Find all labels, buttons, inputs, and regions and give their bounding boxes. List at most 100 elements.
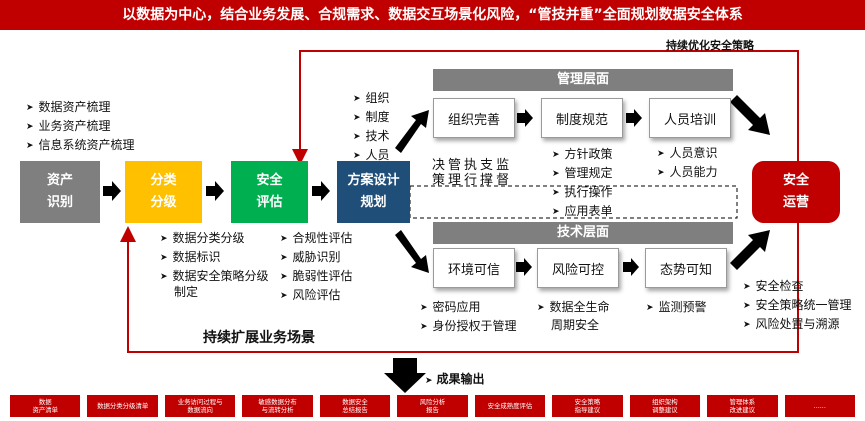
output-item-line: 管理体系 (729, 398, 756, 406)
arrow-technical-operate (730, 230, 770, 270)
output-item-line: 业务访问过程与 (177, 398, 223, 406)
technical-box-situation: 态势可知 (645, 248, 727, 288)
output-item-line: 数据安全 (342, 398, 368, 406)
arrow-design-management (395, 110, 429, 153)
optimize-label: 持续优化安全策略 (666, 39, 754, 52)
expand-label: 持续扩展业务场景 (203, 330, 315, 346)
env-list: 密码应用 身份授权于管理 (420, 299, 517, 337)
arrow-output (384, 358, 426, 393)
output-item: 数据安全总结报告 (319, 395, 391, 417)
list-item: 人员意识 (657, 145, 718, 164)
arrow-asset-classify (103, 181, 121, 201)
output-item: 安全策略指导建议 (552, 395, 623, 417)
output-item: 安全成熟度评估 (474, 395, 546, 417)
list-item: 管理规定 (552, 165, 613, 184)
output-item: 风险分析报告 (397, 395, 468, 417)
stage-asset: 资产识别 (20, 161, 100, 223)
output-item-line: 风险分析 (419, 398, 446, 406)
management-box-policy: 制度规范 (541, 98, 623, 138)
list-item: 数据安全策略分级 (160, 268, 269, 287)
list-item: 制度 (353, 109, 390, 128)
list-item: 执行操作 (552, 184, 613, 203)
training-list: 人员意识 人员能力 (657, 145, 718, 183)
arrow-classify-assess (206, 181, 224, 201)
list-item: 密码应用 (420, 299, 517, 318)
output-item-line: 数据分类分级清单 (97, 402, 149, 410)
list-item: 安全策略统一管理 (743, 297, 852, 316)
stage-assess: 安全评估 (231, 161, 308, 223)
output-item-line: 改进建议 (729, 406, 756, 414)
arrow-management-operate (730, 95, 770, 135)
technical-box-risk: 风险可控 (537, 248, 619, 288)
output-item-line: 数据 (38, 398, 52, 406)
list-item: 技术 (353, 128, 390, 147)
arrow-design-technical (395, 230, 429, 273)
output-item: 业务访问过程与数据流向 (164, 395, 236, 417)
list-item: 风险评估 (280, 287, 353, 306)
operate-list: 安全检查 安全策略统一管理 风险处置与溯源 (743, 278, 852, 335)
risk-list: 数据全生命 (537, 299, 610, 318)
list-item: 人员能力 (657, 164, 718, 183)
list-item: 方针政策 (552, 146, 613, 165)
org-items: 决管执支监 策理行撑督 (432, 158, 513, 188)
stage-operate: 安全运营 (752, 161, 840, 223)
output-item-line: 调整建议 (652, 406, 678, 414)
banner-title: 以数据为中心，结合业务发展、合规需求、数据交互场景化风险，“管技并重”全面规划数… (0, 0, 865, 30)
output-item-line: 与流转分析 (261, 406, 294, 414)
output-item: 数据分类分级清单 (87, 395, 158, 417)
output-item: ...... (784, 395, 855, 417)
output-item: 数据资产清单 (10, 395, 81, 417)
policy-list: 方针政策 管理规定 执行操作 应用表单 (552, 146, 613, 222)
assess-list: 合规性评估 威胁识别 脆弱性评估 风险评估 (280, 230, 353, 306)
arrow-env-risk (516, 258, 532, 276)
arrow-org-policy (517, 109, 533, 127)
list-item: 组织 (353, 90, 390, 109)
output-item-line: 安全成熟度评估 (487, 402, 533, 410)
output-item-line: 总结报告 (342, 406, 368, 414)
list-item: 身份授权于管理 (420, 318, 517, 337)
management-box-training: 人员培训 (649, 98, 731, 138)
list-item: 合规性评估 (280, 230, 353, 249)
list-item: 数据分类分级 (160, 230, 269, 249)
output-label: ➤成果输出 (425, 372, 485, 386)
arrow-assess-design (312, 181, 330, 201)
output-item-line: 敏感数据分布 (258, 398, 297, 406)
list-item: 安全检查 (743, 278, 852, 297)
list-item: 脆弱性评估 (280, 268, 353, 287)
stage-classify: 分类分级 (125, 161, 202, 223)
list-item: 数据资产梳理 (26, 99, 135, 118)
list-item: 监测预警 (646, 299, 707, 318)
output-item-line: 安全策略 (574, 398, 601, 406)
arrow-risk-situation (623, 258, 639, 276)
technical-box-env: 环境可信 (433, 248, 515, 288)
output-item-line: ...... (813, 402, 826, 410)
output-item: 组织架构调整建议 (629, 395, 701, 417)
classify-item-continued: 制定 (174, 285, 199, 299)
output-item: 管理体系改进建议 (707, 395, 778, 417)
technical-title: 技术层面 (433, 222, 733, 244)
list-item: 人员 (353, 147, 390, 166)
list-item: 信息系统资产梳理 (26, 137, 135, 156)
stage-design: 方案设计规划 (337, 161, 410, 223)
design-inputs-list: 组织 制度 技术 人员 (353, 90, 390, 166)
output-item-line: 报告 (426, 406, 439, 414)
list-item: 数据标识 (160, 249, 269, 268)
arrow-policy-training (626, 109, 642, 127)
output-item-line: 组织架构 (652, 398, 678, 406)
list-item: 业务资产梳理 (26, 118, 135, 137)
asset-list: 数据资产梳理 业务资产梳理 信息系统资产梳理 (26, 99, 135, 156)
output-item-line: 数据流向 (187, 406, 213, 414)
management-box-org: 组织完善 (433, 98, 515, 138)
situation-list: 监测预警 (646, 299, 707, 318)
classify-list: 数据分类分级 数据标识 数据安全策略分级 (160, 230, 269, 287)
list-item: 数据全生命 (537, 299, 610, 318)
output-item: 敏感数据分布与流转分析 (242, 395, 313, 417)
outputs-row: 数据资产清单数据分类分级清单业务访问过程与数据流向敏感数据分布与流转分析数据安全… (10, 395, 855, 417)
output-item-line: 指导建议 (574, 406, 601, 414)
management-title: 管理层面 (433, 69, 733, 91)
list-item: 应用表单 (552, 203, 613, 222)
list-item: 风险处置与溯源 (743, 316, 852, 335)
risk-item-continued: 周期安全 (551, 318, 600, 332)
list-item: 威胁识别 (280, 249, 353, 268)
